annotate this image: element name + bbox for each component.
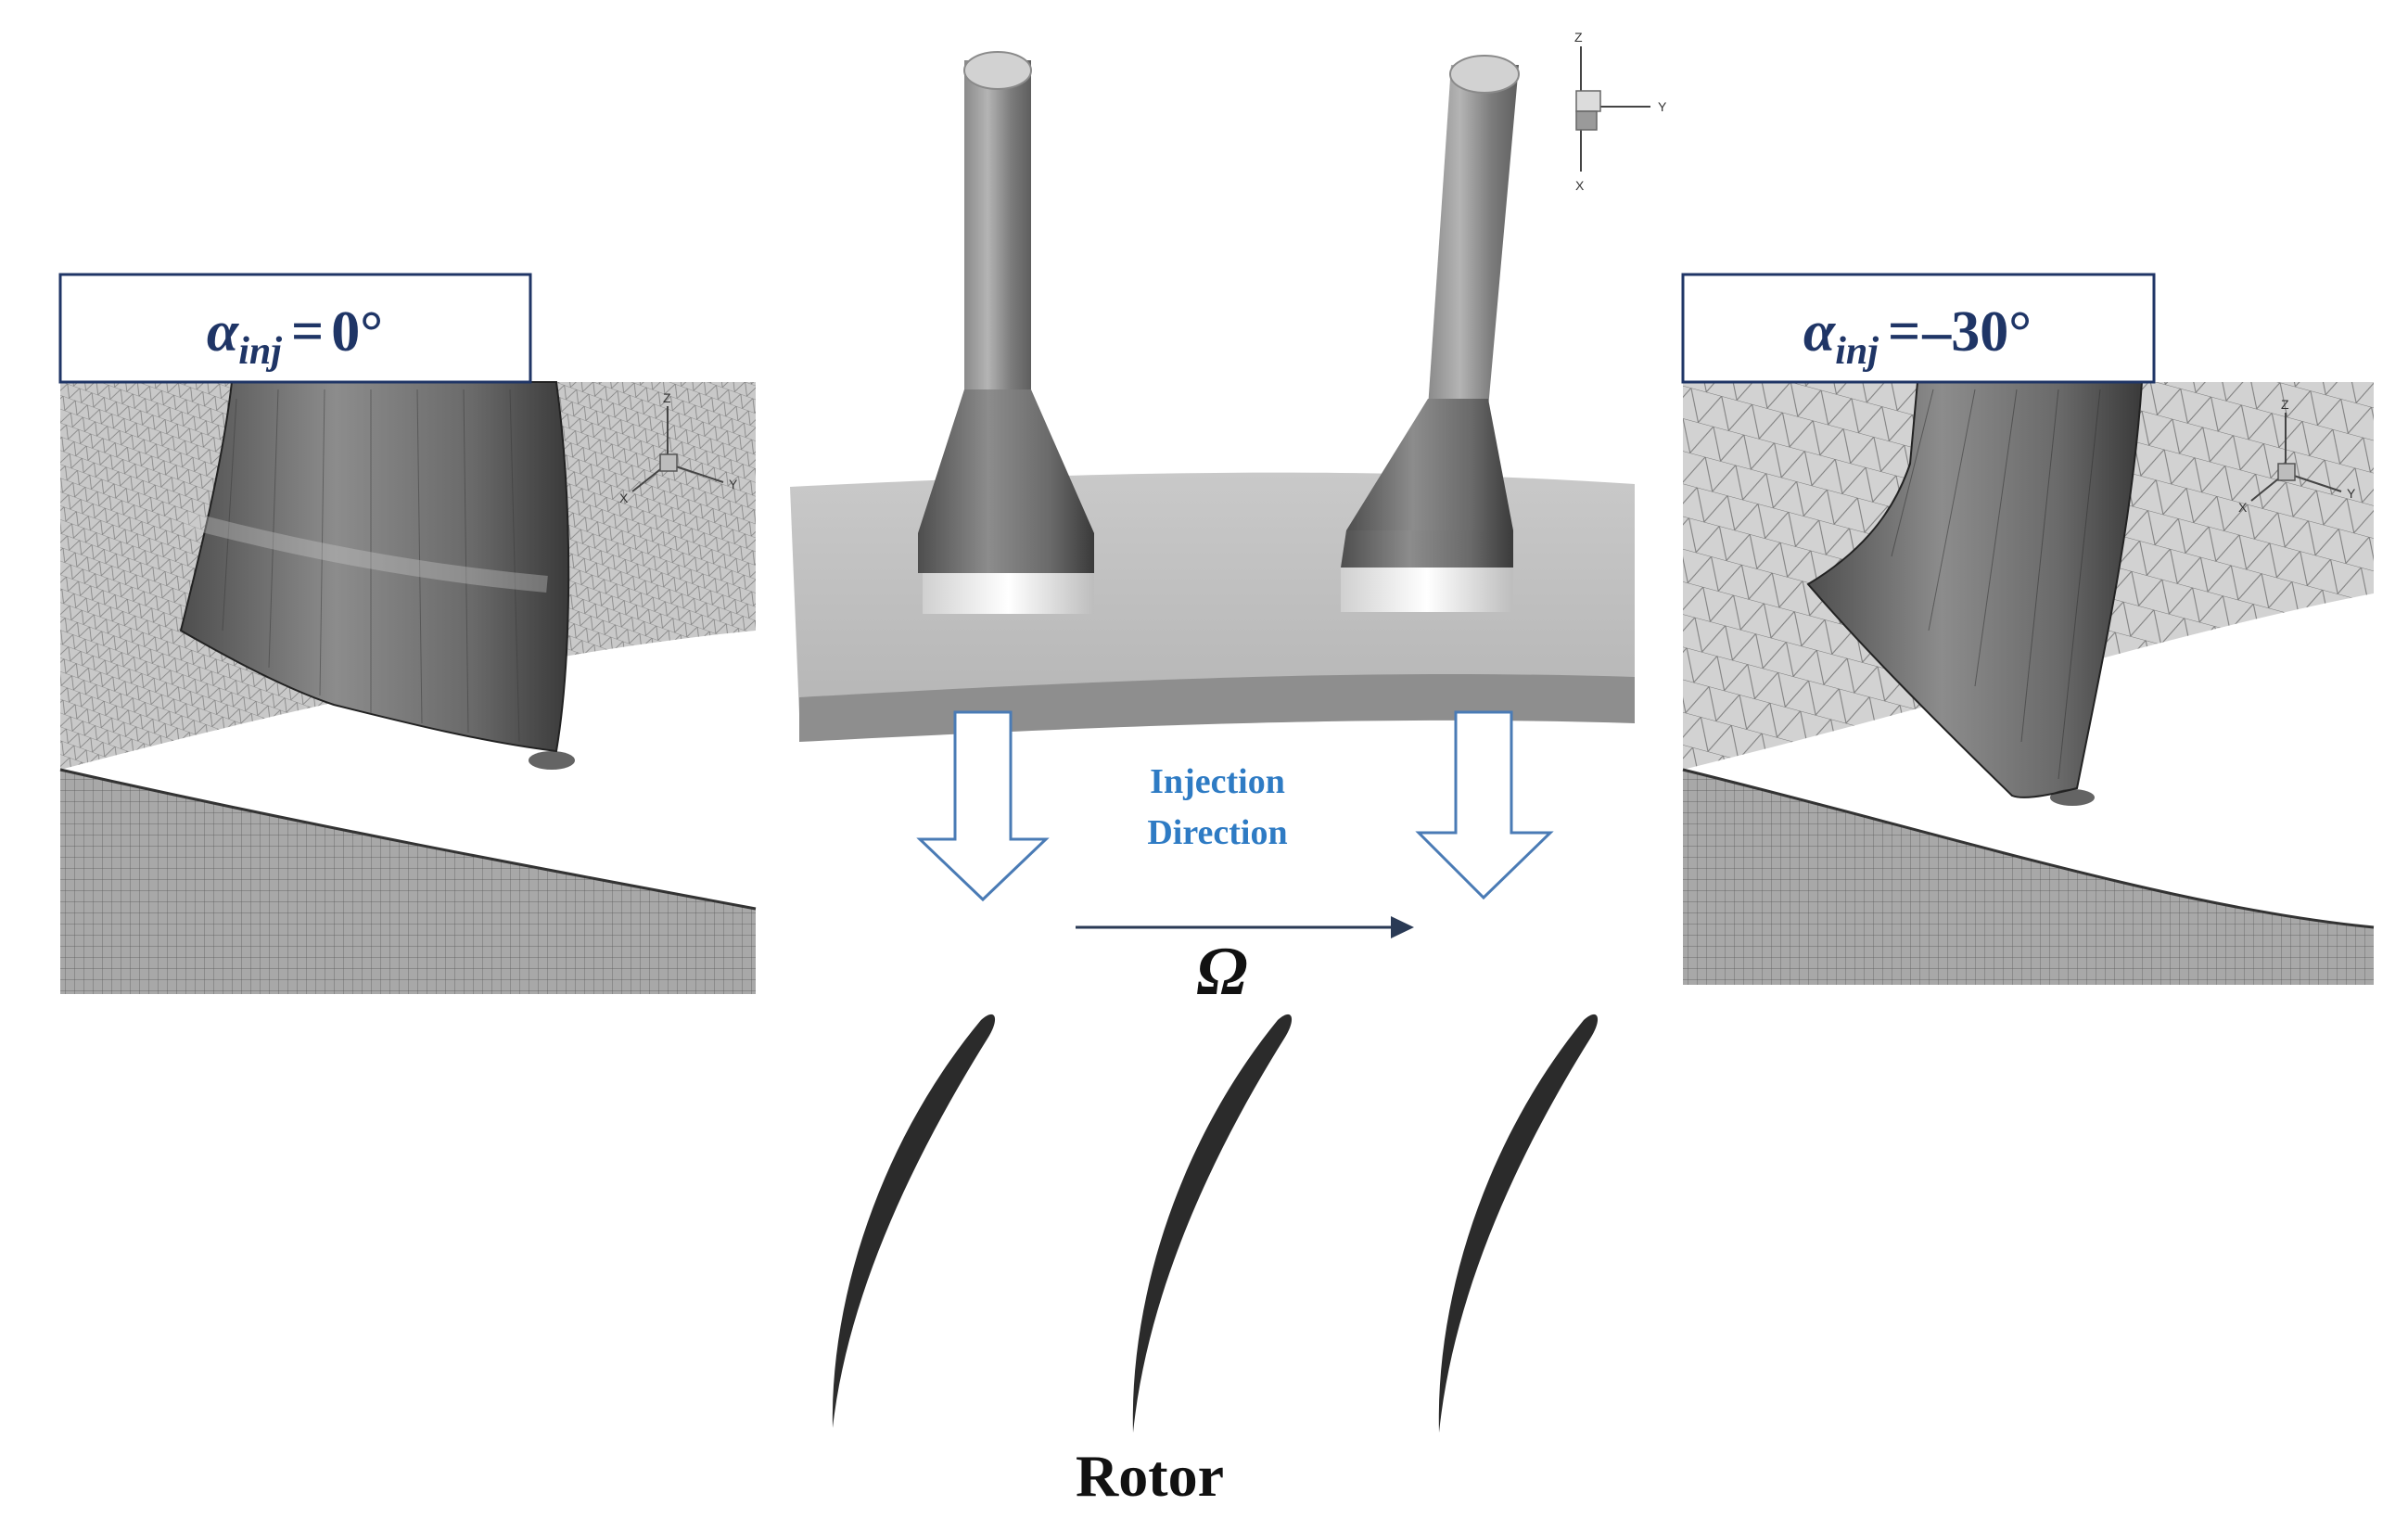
angle-value-right: –30°: [1921, 300, 2032, 364]
axis-triad-top: Z Y X: [1574, 30, 1667, 193]
rotor-blade-2: [1132, 1014, 1293, 1433]
injector-exit-face: [923, 573, 1094, 614]
axis-label-y: Y: [1658, 99, 1667, 114]
injector-right: [1341, 55, 1520, 612]
left-mesh-panel: Z Y X: [59, 381, 757, 994]
axis-label-z: Z: [2281, 397, 2289, 412]
rotation-arrow: [1076, 916, 1414, 938]
right-mesh-panel: Z Y X: [1682, 381, 2375, 985]
angle-value-left: 0°: [331, 300, 383, 364]
axis-label-x: X: [619, 491, 629, 505]
mesh-side-wall: [60, 770, 756, 994]
equals-sign: =: [1888, 300, 1920, 364]
axis-label-x: X: [1575, 178, 1585, 193]
injection-arrow-right: [1415, 710, 1554, 900]
equals-sign: =: [291, 300, 324, 364]
mesh-vane: [179, 381, 570, 753]
injector-assembly: Z Y X: [790, 30, 1667, 742]
mesh-side-wall: [1683, 770, 2374, 985]
alpha-subscript: inj: [238, 330, 282, 373]
injection-arrow-left: [916, 710, 1050, 902]
injector-exit-face: [1341, 568, 1513, 612]
injection-direction-line1: Injection: [1150, 762, 1285, 801]
alpha-symbol: α: [207, 300, 240, 364]
rotation-omega-symbol: Ω: [1196, 934, 1247, 1010]
axis-label-z: Z: [1574, 30, 1583, 45]
rotor-blades: [832, 1014, 1599, 1433]
svg-text:αinj=–30°: αinj=–30°: [1803, 300, 2032, 373]
injection-direction-line2: Direction: [1147, 813, 1287, 852]
axis-triad-right: Z Y X: [2238, 397, 2356, 515]
alpha-label-left: αinj=0°: [58, 273, 532, 384]
axis-triad-left: Z Y X: [619, 390, 738, 505]
rotor-blade-1: [832, 1014, 996, 1428]
rotor-blade-3: [1438, 1014, 1599, 1433]
alpha-label-right: αinj=–30°: [1681, 273, 2156, 384]
axis-label-z: Z: [663, 390, 671, 405]
axis-label-y: Y: [2347, 486, 2356, 501]
alpha-subscript: inj: [1835, 330, 1879, 373]
alpha-symbol: α: [1803, 300, 1837, 364]
svg-text:αinj=0°: αinj=0°: [207, 300, 383, 373]
rotor-label: Rotor: [1076, 1443, 1224, 1509]
injector-left: [918, 51, 1094, 614]
axis-label-x: X: [2238, 500, 2248, 515]
axis-label-y: Y: [729, 477, 738, 491]
mesh-vane: [1806, 381, 2144, 798]
